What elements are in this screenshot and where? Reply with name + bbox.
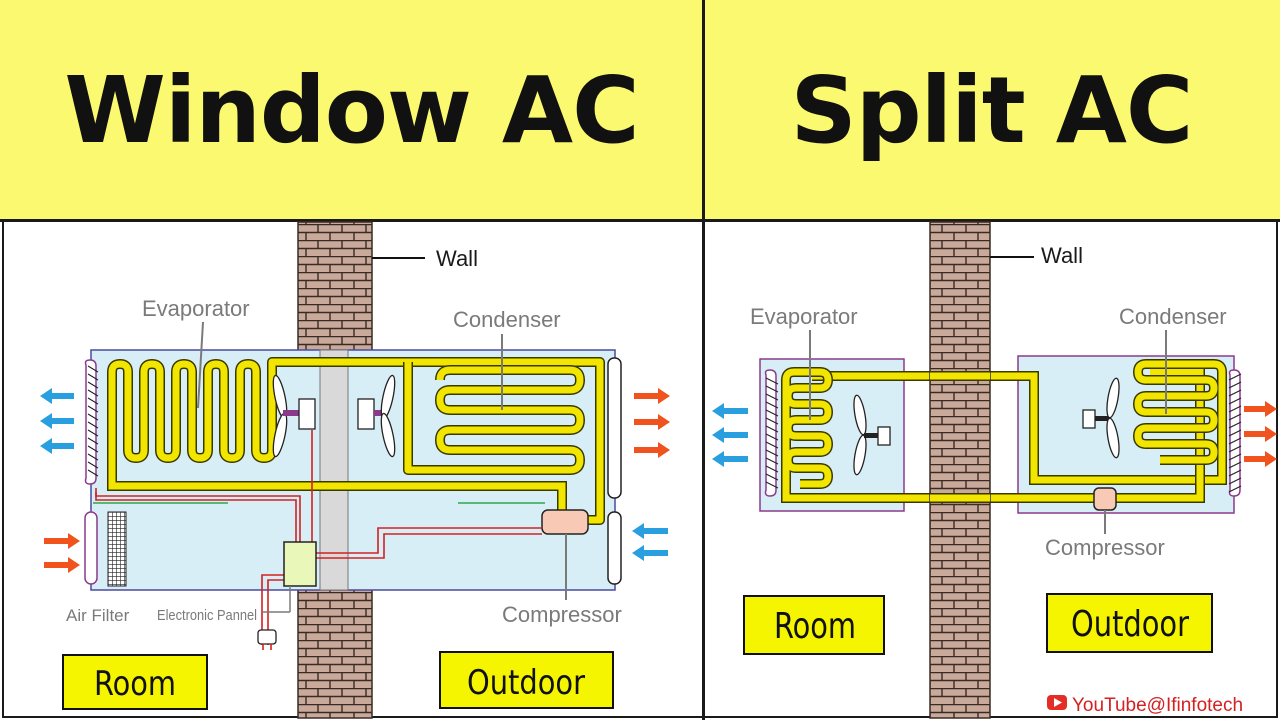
window-intake-grille (84, 511, 98, 585)
window-outdoor-fan (357, 374, 396, 458)
window-cold-air-arrows (40, 388, 74, 454)
split-ac-diagram: Wall Evaporator Condenser Compressor Roo… (712, 221, 1277, 719)
split-ac-header: Split AC (703, 0, 1280, 220)
window-ac-header: Window AC (0, 0, 703, 220)
window-evaporator-label: Evaporator (142, 296, 250, 321)
split-room-tag-text: Room (774, 606, 856, 647)
window-air-filter (107, 511, 127, 587)
split-evaporator-label: Evaporator (750, 304, 858, 329)
horizontal-divider (0, 219, 1280, 222)
split-room-tag (743, 595, 885, 655)
window-air-filter-label: Air Filter (66, 606, 130, 625)
split-outdoor-tag (1046, 593, 1213, 653)
window-room-tag-text: Room (94, 664, 176, 704)
window-outdoor-tag-text: Outdoor (467, 663, 585, 703)
window-wall-label: Wall (436, 246, 478, 271)
split-wall (929, 221, 991, 719)
window-partition (319, 349, 349, 591)
window-outdoor-air-in-arrows (632, 523, 668, 561)
split-hot-air-arrows (1244, 401, 1277, 467)
watermark-text: YouTube@Ifinfotech (1072, 695, 1243, 716)
youtube-watermark: YouTube@Ifinfotech (1047, 695, 1243, 716)
window-hot-air-out-arrows (634, 388, 670, 458)
window-room-air-in-arrows (44, 533, 80, 573)
window-room-tag (62, 654, 208, 710)
split-condenser-label: Condenser (1119, 304, 1227, 329)
window-electronic-panel (283, 541, 317, 587)
split-outdoor-fan (1082, 377, 1120, 459)
window-plug (257, 629, 277, 645)
window-outdoor-tag (439, 651, 614, 709)
window-electronic-panel-label: Electronic Pannel (157, 607, 257, 624)
window-compressor-label: Compressor (502, 602, 622, 627)
window-condenser-label: Condenser (453, 307, 561, 332)
split-indoor-fan (853, 394, 891, 476)
window-ac-diagram: Wall Evaporator Condenser Compressor Air… (40, 221, 670, 719)
split-compressor (1093, 487, 1117, 511)
diagram-frame (2, 221, 1278, 718)
split-cold-air-arrows (712, 403, 748, 467)
split-outdoor-tag-text: Outdoor (1071, 604, 1190, 645)
window-ac-title: Window AC (64, 56, 639, 164)
window-indoor-fan (272, 374, 316, 458)
split-compressor-label: Compressor (1045, 535, 1165, 560)
window-compressor (541, 509, 589, 535)
split-ac-title: Split AC (790, 56, 1194, 164)
split-wall-label: Wall (1041, 243, 1083, 268)
vertical-divider (702, 0, 705, 720)
